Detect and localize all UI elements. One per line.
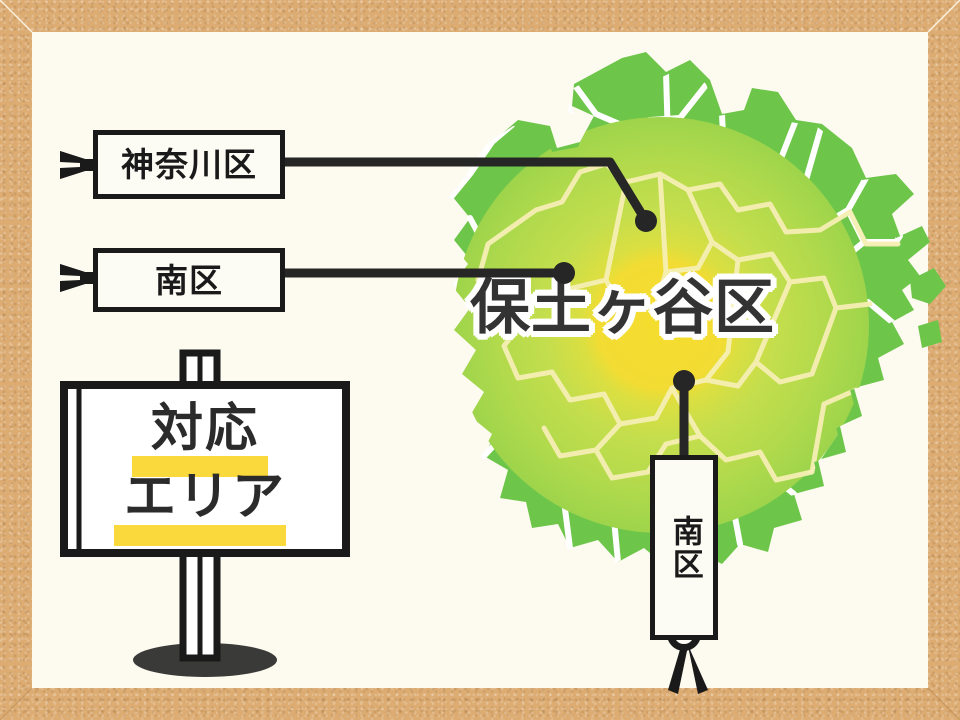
signboard-highlight-1 xyxy=(132,456,268,477)
callout-minami-vertical[interactable]: 南区 xyxy=(650,455,718,640)
callout-minami-label: 南区 xyxy=(155,260,223,300)
callout-kanagawa[interactable]: 神奈川区 xyxy=(93,130,285,199)
callout-minami[interactable]: 南区 xyxy=(93,248,285,312)
signboard-highlight-2 xyxy=(114,525,286,546)
signboard[interactable]: 対応 エリア xyxy=(60,348,350,678)
callout-minami-vertical-label: 南区 xyxy=(666,514,703,581)
signboard-svg xyxy=(60,349,350,677)
callout-kanagawa-label: 神奈川区 xyxy=(121,145,257,184)
map-title: 保土ヶ谷区 xyxy=(470,273,775,343)
